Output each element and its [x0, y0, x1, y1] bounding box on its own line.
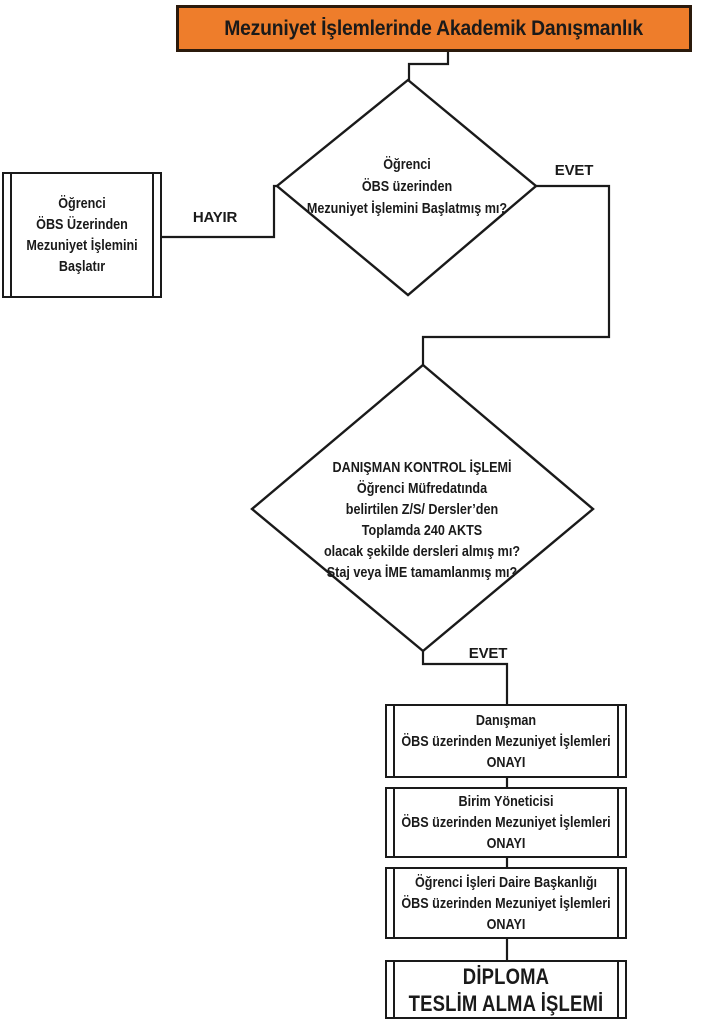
process-start-line: Öğrenci [58, 195, 106, 212]
process-unit-manager-line: ÖBS üzerinden Mezuniyet İşlemleri [401, 814, 611, 831]
predefined-process-bar-right [617, 962, 619, 1017]
predefined-process-bar-left [393, 869, 395, 937]
title-box: Mezuniyet İşlemlerinde Akademik Danışman… [176, 5, 692, 52]
process-diploma-text: DİPLOMA TESLİM ALMA İŞLEMİ [409, 962, 603, 1017]
label-evet-2: EVET [468, 645, 508, 662]
decision1-line: Öğrenci [383, 156, 431, 173]
decision2-line: olacak şekilde dersleri almış mı? [323, 543, 521, 560]
decision2-line: belirtilen Z/S/ Dersler’den [345, 501, 499, 518]
predefined-process-bar-right [152, 174, 154, 296]
decision2-line: DANIŞMAN KONTROL İŞLEMİ [332, 459, 512, 476]
predefined-process-bar-right [617, 869, 619, 937]
page-title: Mezuniyet İşlemlerinde Akademik Danışman… [224, 16, 644, 40]
process-diploma-line: DİPLOMA [462, 963, 550, 989]
process-advisor-box: Danışman ÖBS üzerinden Mezuniyet İşlemle… [385, 704, 627, 778]
process-unit-manager-line: ONAYI [486, 835, 526, 852]
process-unit-manager-text: Birim Yöneticisi ÖBS üzerinden Mezuniyet… [401, 789, 610, 856]
process-advisor-text: Danışman ÖBS üzerinden Mezuniyet İşlemle… [401, 706, 610, 776]
connector-decision1-evet [421, 184, 611, 367]
decision2-line: Öğrenci Müfredatında [356, 480, 488, 497]
process-unit-manager-box: Birim Yöneticisi ÖBS üzerinden Mezuniyet… [385, 787, 627, 858]
decision2-text: DANIŞMAN KONTROL İŞLEMİ Öğrenci Müfredat… [288, 457, 557, 583]
process-start-box: Öğrenci ÖBS Üzerinden Mezuniyet İşlemini… [2, 172, 162, 298]
decision2-diamond [250, 363, 595, 653]
process-student-affairs-line: Öğrenci İşleri Daire Başkanlığı [414, 873, 598, 891]
process-advisor-line: ONAYI [486, 753, 526, 771]
label-evet-1: EVET [554, 162, 594, 179]
process-advisor-line: ÖBS üzerinden Mezuniyet İşlemleri [401, 732, 611, 750]
label-hayir: HAYIR [192, 209, 238, 226]
process-student-affairs-line: ÖBS üzerinden Mezuniyet İşlemleri [401, 894, 611, 912]
process-start-line: Başlatır [58, 258, 106, 275]
process-student-affairs-box: Öğrenci İşleri Daire Başkanlığı ÖBS üzer… [385, 867, 627, 939]
process-start-text: Öğrenci ÖBS Üzerinden Mezuniyet İşlemini… [25, 174, 139, 296]
process-student-affairs-text: Öğrenci İşleri Daire Başkanlığı ÖBS üzer… [401, 869, 610, 937]
predefined-process-bar-left [393, 706, 395, 776]
predefined-process-bar-left [10, 174, 12, 296]
decision1-line: Mezuniyet İşlemini Başlatmış mı? [306, 200, 508, 217]
connector-decision2-evet [421, 650, 509, 705]
process-student-affairs-line: ONAYI [486, 915, 526, 933]
decision2-line: Toplamda 240 AKTS [361, 522, 483, 539]
decision1-diamond [275, 78, 538, 297]
decision1-line: ÖBS üzerinden [361, 178, 453, 195]
process-unit-manager-line: Birim Yöneticisi [458, 793, 554, 810]
process-start-line: ÖBS Üzerinden [36, 216, 128, 233]
process-diploma-line: TESLİM ALMA İŞLEMİ [408, 990, 604, 1016]
predefined-process-bar-left [393, 962, 395, 1017]
connector-title-to-decision1 [407, 52, 450, 82]
decision1-text: Öğrenci ÖBS üzerinden Mezuniyet İşlemini… [281, 154, 533, 220]
decision2-line: Staj veya İME tamamlanmış mı? [326, 564, 518, 581]
process-start-line: Mezuniyet İşlemini [26, 237, 138, 254]
process-advisor-line: Danışman [475, 711, 537, 729]
process-diploma-box: DİPLOMA TESLİM ALMA İŞLEMİ [385, 960, 627, 1019]
predefined-process-bar-right [617, 789, 619, 856]
predefined-process-bar-right [617, 706, 619, 776]
predefined-process-bar-left [393, 789, 395, 856]
